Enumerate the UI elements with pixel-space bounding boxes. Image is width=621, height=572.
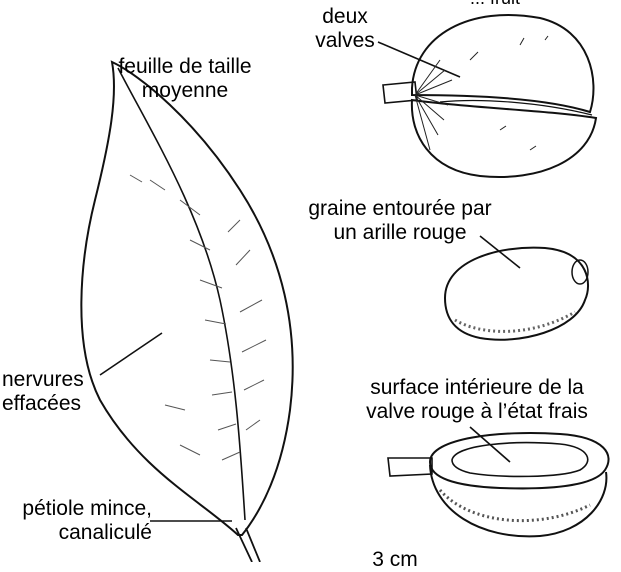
valve-outer-rim	[430, 433, 609, 488]
leaf-petiole	[236, 528, 260, 562]
graine-line-2: un arille rouge	[290, 221, 510, 245]
nervures-leader	[100, 333, 162, 375]
surface-line-1: surface intérieure de la	[342, 376, 612, 400]
petiole-label: pétiole mince, canaliculé	[2, 497, 152, 545]
deux-valves-label: deux valves	[305, 5, 385, 53]
feuille-line-1: feuille de taille	[95, 55, 275, 79]
top-partial-label: ... fruit	[470, 0, 520, 10]
surface-line-2: valve rouge à l’état frais	[342, 400, 612, 424]
valve-shading	[440, 490, 590, 521]
fruit-illustration	[383, 15, 596, 177]
petiole-line-1: pétiole mince,	[2, 497, 152, 521]
graine-line-1: graine entourée par	[290, 197, 510, 221]
deux-valves-line-1: deux	[305, 5, 385, 29]
feuille-label: feuille de taille moyenne	[95, 55, 275, 103]
feuille-line-2: moyenne	[95, 79, 275, 103]
surface-label: surface intérieure de la valve rouge à l…	[342, 376, 612, 424]
leaf-illustration	[81, 62, 292, 562]
fruit-upper-valve	[412, 15, 593, 112]
seed-illustration	[445, 248, 588, 340]
nervures-label: nervures effacées	[2, 368, 84, 416]
seed-outline	[445, 248, 588, 340]
fruit-hatching	[415, 36, 548, 150]
valve-inner-surface	[452, 443, 588, 477]
deux-valves-line-2: valves	[305, 29, 385, 53]
petiole-line-2: canaliculé	[2, 521, 152, 545]
leaf-veins	[130, 175, 266, 460]
nervures-line-2: effacées	[2, 392, 84, 416]
leaf-outline	[81, 62, 292, 535]
valve-illustration	[388, 433, 609, 536]
scale-label: 3 cm	[365, 548, 425, 572]
leaf-midrib	[118, 68, 245, 520]
nervures-line-1: nervures	[2, 368, 84, 392]
graine-label: graine entourée par un arille rouge	[290, 197, 510, 245]
fruit-seed-gap	[440, 101, 592, 115]
fruit-lower-valve	[412, 100, 596, 177]
leader-lines	[100, 42, 520, 521]
valve-stem	[388, 458, 432, 476]
